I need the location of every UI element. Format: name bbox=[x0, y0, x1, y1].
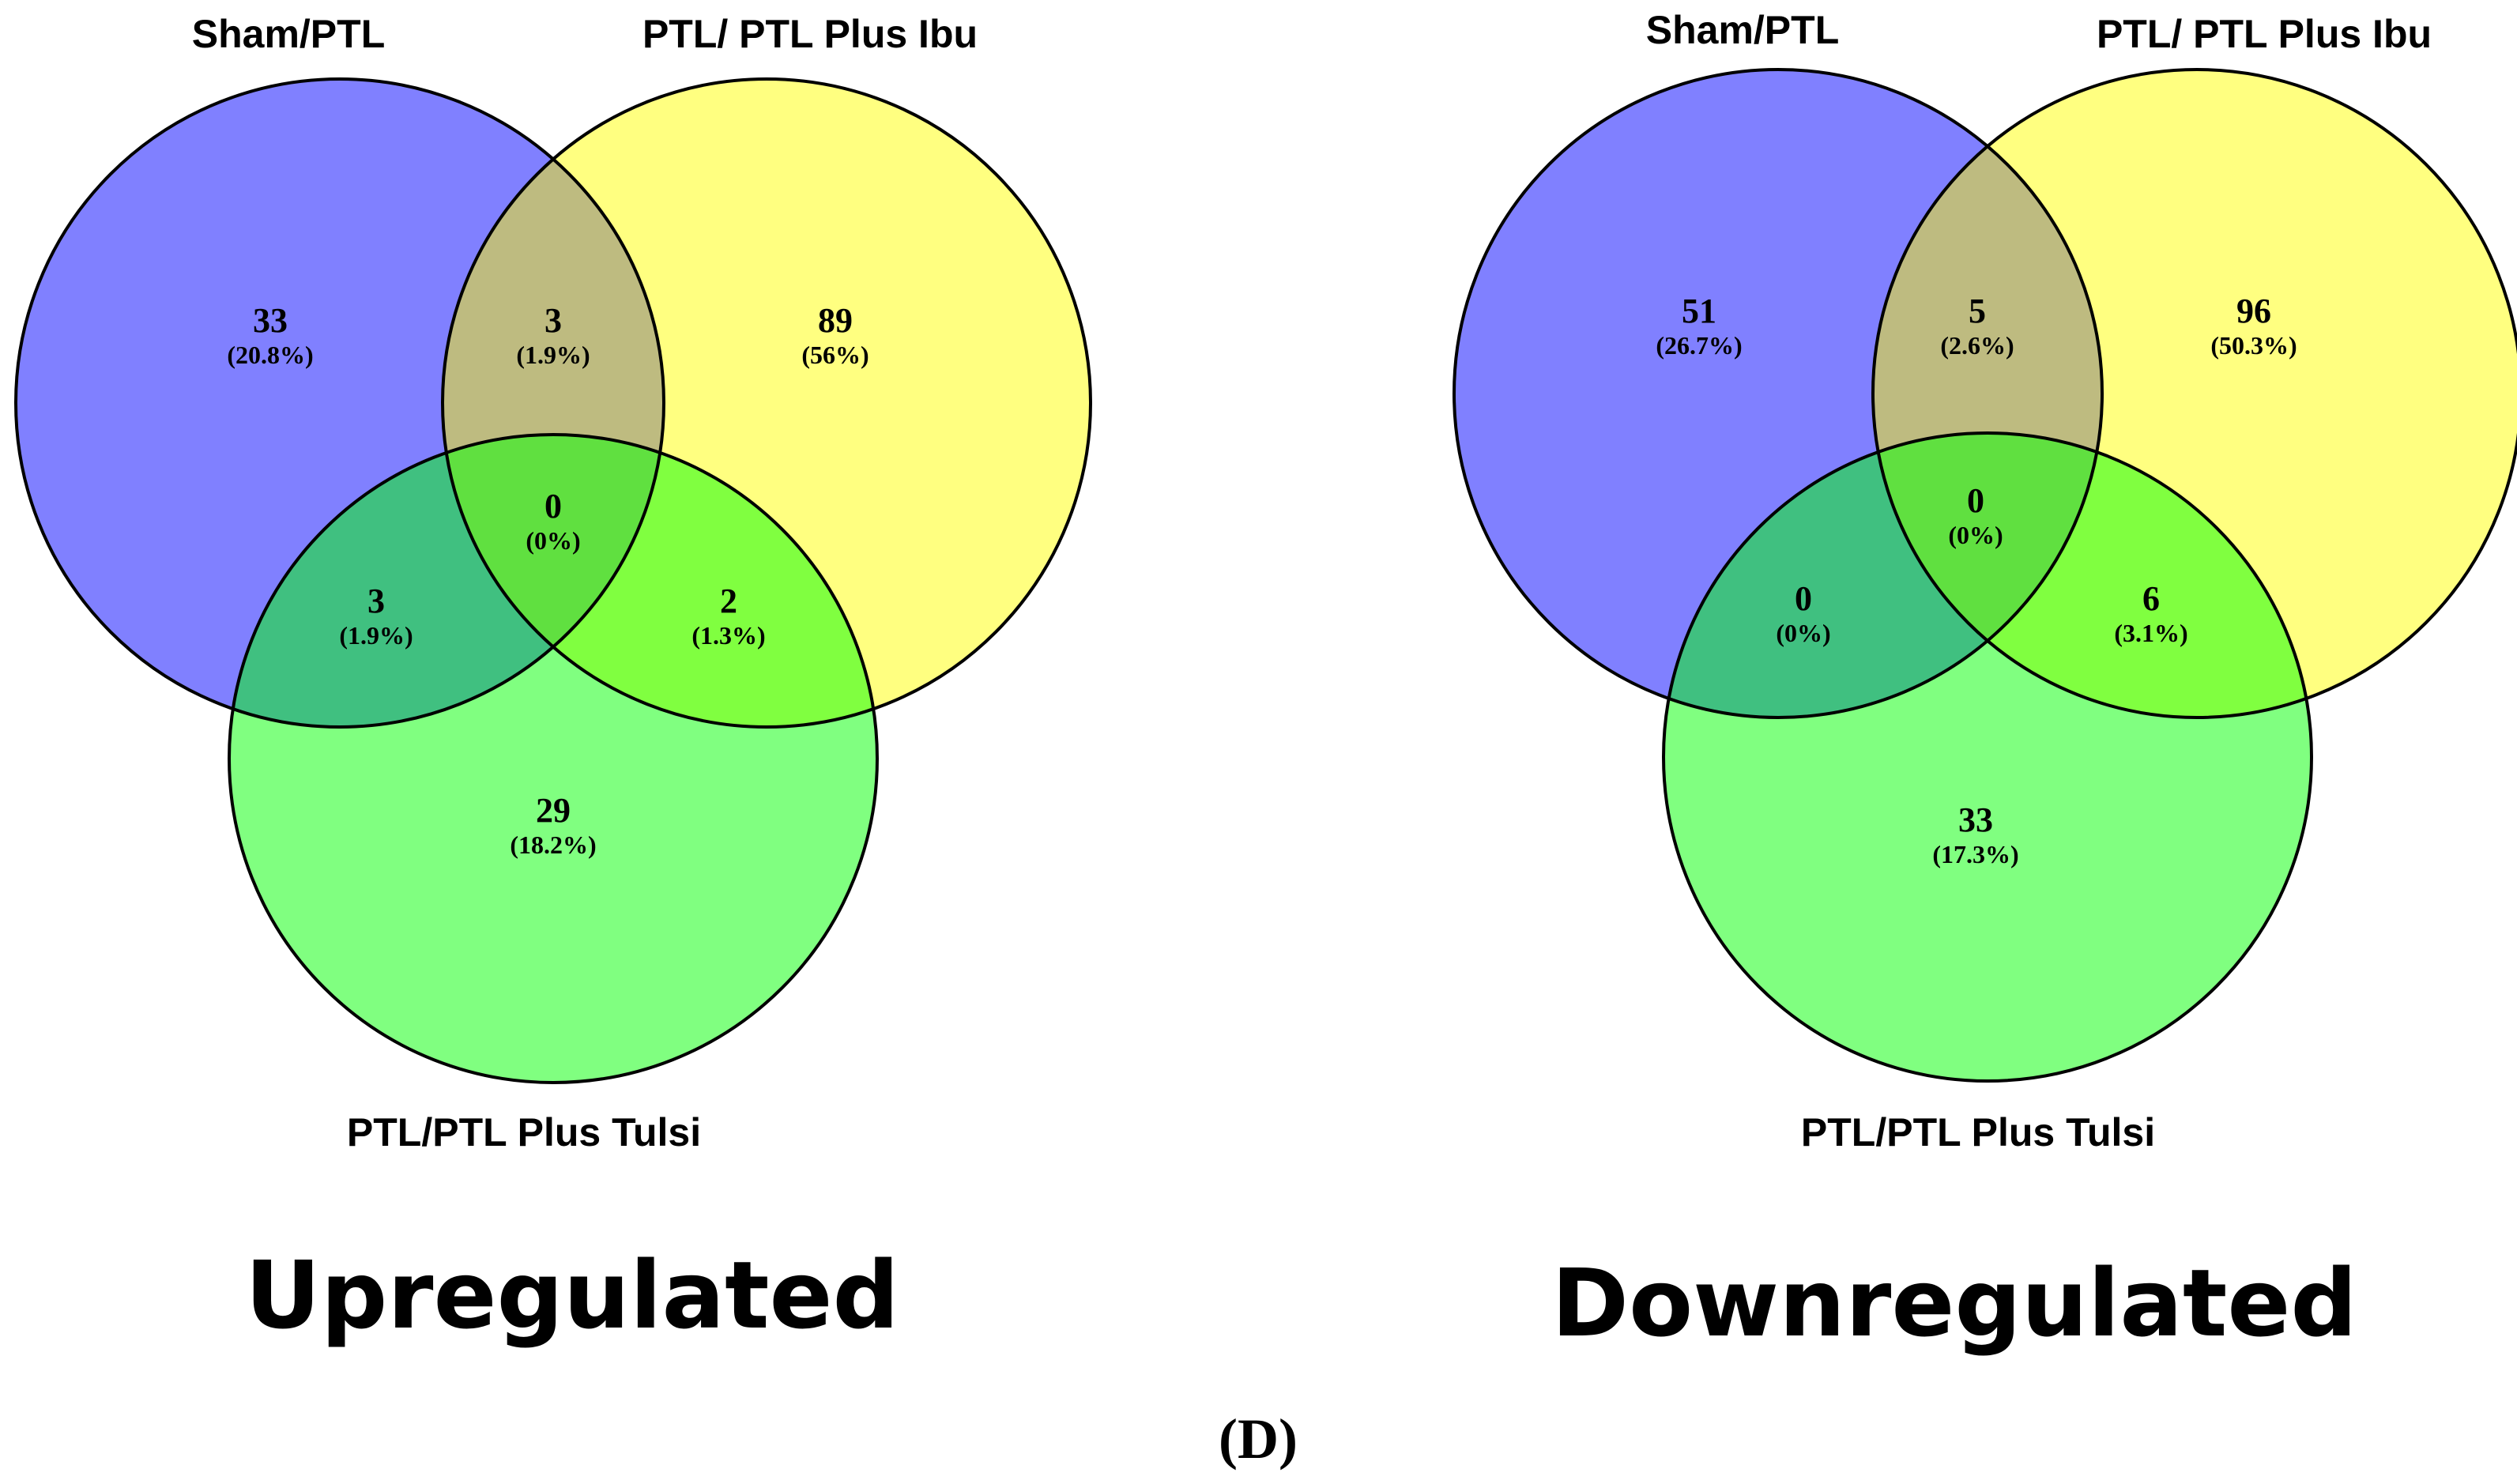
region-b-pct: (56%) bbox=[801, 341, 869, 369]
overlap-ac bbox=[1664, 433, 2102, 718]
region-c-count: 33 bbox=[1958, 800, 1993, 839]
overlap-bc bbox=[443, 435, 877, 727]
set-b-label: PTL/ PTL Plus Ibu bbox=[642, 12, 978, 56]
region-ac-count: 0 bbox=[1795, 579, 1812, 618]
region-bc-count: 2 bbox=[720, 582, 737, 620]
region-abc-pct: (0%) bbox=[1948, 521, 2003, 549]
set-c-label: PTL/PTL Plus Tulsi bbox=[1801, 1110, 2155, 1154]
region-bc-pct: (1.3%) bbox=[691, 621, 765, 650]
set-b-outline bbox=[441, 77, 1092, 729]
venn-panel-downregulated: Sham/PTL PTL/ PTL Plus Ibu PTL/PTL Plus … bbox=[1453, 8, 2517, 1358]
region-a-pct: (26.7%) bbox=[1656, 331, 1742, 360]
set-a-outline bbox=[14, 77, 665, 729]
set-b-label: PTL/ PTL Plus Ibu bbox=[2097, 12, 2432, 56]
panel-title: Upregulated bbox=[245, 1241, 899, 1350]
region-ac-pct: (0%) bbox=[1776, 619, 1830, 647]
figure-label: (D) bbox=[1219, 1407, 1298, 1471]
region-c-count: 29 bbox=[536, 791, 571, 830]
overlap-bc bbox=[1873, 433, 2312, 718]
region-ac-pct: (1.9%) bbox=[339, 621, 413, 650]
set-c-label: PTL/PTL Plus Tulsi bbox=[347, 1110, 701, 1154]
panel-title: Downregulated bbox=[1551, 1249, 2357, 1358]
region-abc-count: 0 bbox=[544, 487, 562, 525]
region-abc-pct: (0%) bbox=[526, 526, 580, 555]
region-a-pct: (20.8%) bbox=[227, 341, 313, 369]
region-a-count: 51 bbox=[1682, 292, 1716, 330]
region-ab-pct: (1.9%) bbox=[516, 341, 590, 369]
set-a-label: Sham/PTL bbox=[192, 12, 385, 56]
region-bc-count: 6 bbox=[2142, 579, 2160, 618]
region-ab-count: 5 bbox=[1969, 292, 1986, 330]
set-a-outline bbox=[1453, 68, 2104, 719]
region-b-count: 89 bbox=[818, 301, 853, 340]
set-b-outline bbox=[1871, 68, 2517, 719]
region-c-pct: (18.2%) bbox=[510, 831, 596, 859]
region-b-count: 96 bbox=[2236, 292, 2271, 330]
region-ac-count: 3 bbox=[367, 582, 385, 620]
region-abc-count: 0 bbox=[1967, 481, 1984, 520]
region-ab-pct: (2.6%) bbox=[1940, 331, 2014, 360]
region-c-pct: (17.3%) bbox=[1932, 840, 2018, 868]
set-a-label: Sham/PTL bbox=[1646, 8, 1839, 52]
set-c-outline bbox=[228, 433, 879, 1084]
set-c-outline bbox=[1662, 431, 2313, 1083]
venn-panel-upregulated: Sham/PTL PTL/ PTL Plus Ibu PTL/PTL Plus … bbox=[14, 12, 1092, 1350]
region-bc-pct: (3.1%) bbox=[2114, 619, 2187, 647]
region-a-count: 33 bbox=[253, 301, 288, 340]
overlap-ac bbox=[229, 435, 664, 727]
region-ab-count: 3 bbox=[544, 301, 562, 340]
region-b-pct: (50.3%) bbox=[2210, 331, 2297, 360]
